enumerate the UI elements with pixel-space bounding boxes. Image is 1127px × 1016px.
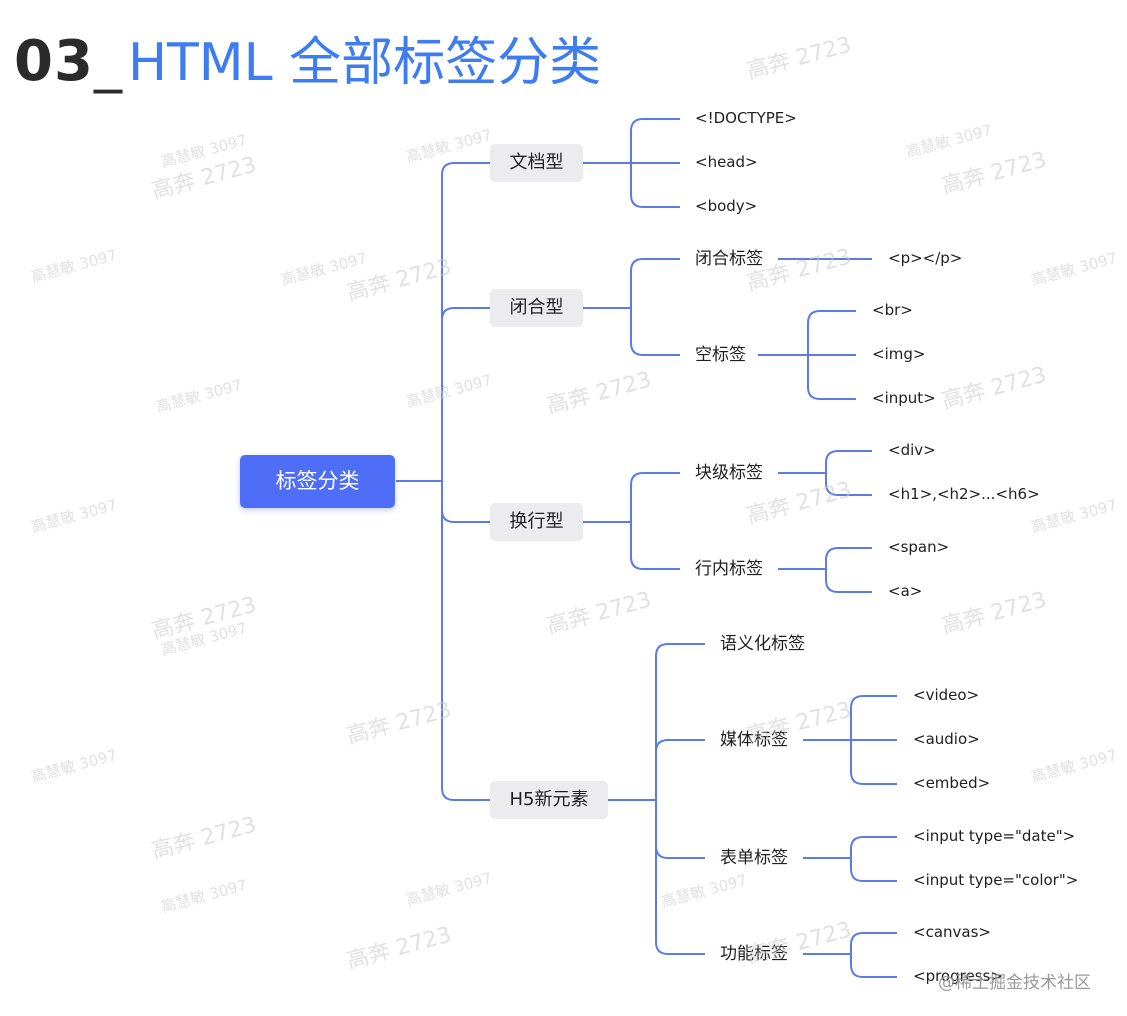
node-inline-tags[interactable]: 行内标签 xyxy=(695,559,763,579)
node-function-tags[interactable]: 功能标签 xyxy=(720,944,788,964)
source-credit: @稀土掘金技术社区 xyxy=(938,973,1091,993)
leaf-img: <img> xyxy=(872,345,926,363)
leaf-input-color: <input type="color"> xyxy=(913,871,1079,889)
leaf-embed: <embed> xyxy=(913,774,991,792)
node-closed-type[interactable]: 闭合型 xyxy=(490,289,583,327)
connector-void-tags xyxy=(758,310,856,400)
node-void-tags[interactable]: 空标签 xyxy=(695,345,746,365)
connector-closed-type xyxy=(583,258,680,356)
page-title: 03_HTML 全部标签分类 xyxy=(14,20,601,95)
connector-h5-new-elements xyxy=(608,643,705,955)
node-media-tags[interactable]: 媒体标签 xyxy=(720,730,788,750)
node-h5-new-elements[interactable]: H5新元素 xyxy=(490,781,608,819)
connector-line-break-type xyxy=(583,472,680,570)
leaf-div: <div> xyxy=(888,441,936,459)
title-text: HTML 全部标签分类 xyxy=(127,33,602,93)
connector-inline-tags xyxy=(778,547,872,593)
node-root[interactable]: 标签分类 xyxy=(240,455,395,508)
node-form-tags[interactable]: 表单标签 xyxy=(720,848,788,868)
node-block-tags[interactable]: 块级标签 xyxy=(695,463,763,483)
leaf-input: <input> xyxy=(872,389,936,407)
leaf-input-date: <input type="date"> xyxy=(913,827,1076,845)
leaf-body: <body> xyxy=(695,197,758,215)
node-document-type[interactable]: 文档型 xyxy=(490,144,583,182)
connector-root xyxy=(396,162,490,801)
leaf-video: <video> xyxy=(913,686,980,704)
node-line-break-type[interactable]: 换行型 xyxy=(490,503,583,541)
connector-block-tags xyxy=(778,450,872,496)
leaf-head: <head> xyxy=(695,153,758,171)
leaf-doctype: <!DOCTYPE> xyxy=(695,109,797,127)
title-number: 03 xyxy=(14,29,94,94)
connector-media-tags xyxy=(803,695,897,785)
leaf-audio: <audio> xyxy=(913,730,980,748)
leaf-headings: <h1>,<h2>...<h6> xyxy=(888,485,1040,503)
node-semantic-tags[interactable]: 语义化标签 xyxy=(720,634,805,654)
leaf-p: <p></p> xyxy=(888,249,963,267)
connector-form-tags xyxy=(803,836,897,882)
leaf-a: <a> xyxy=(888,582,923,600)
connector-function-tags xyxy=(803,932,897,978)
title-separator: _ xyxy=(93,29,122,94)
leaf-span: <span> xyxy=(888,538,950,556)
leaf-br: <br> xyxy=(872,301,913,319)
connector-document-type xyxy=(583,118,680,208)
leaf-progress: <progress> xyxy=(913,967,1003,985)
node-closing-tags[interactable]: 闭合标签 xyxy=(695,249,763,269)
leaf-canvas: <canvas> xyxy=(913,923,991,941)
